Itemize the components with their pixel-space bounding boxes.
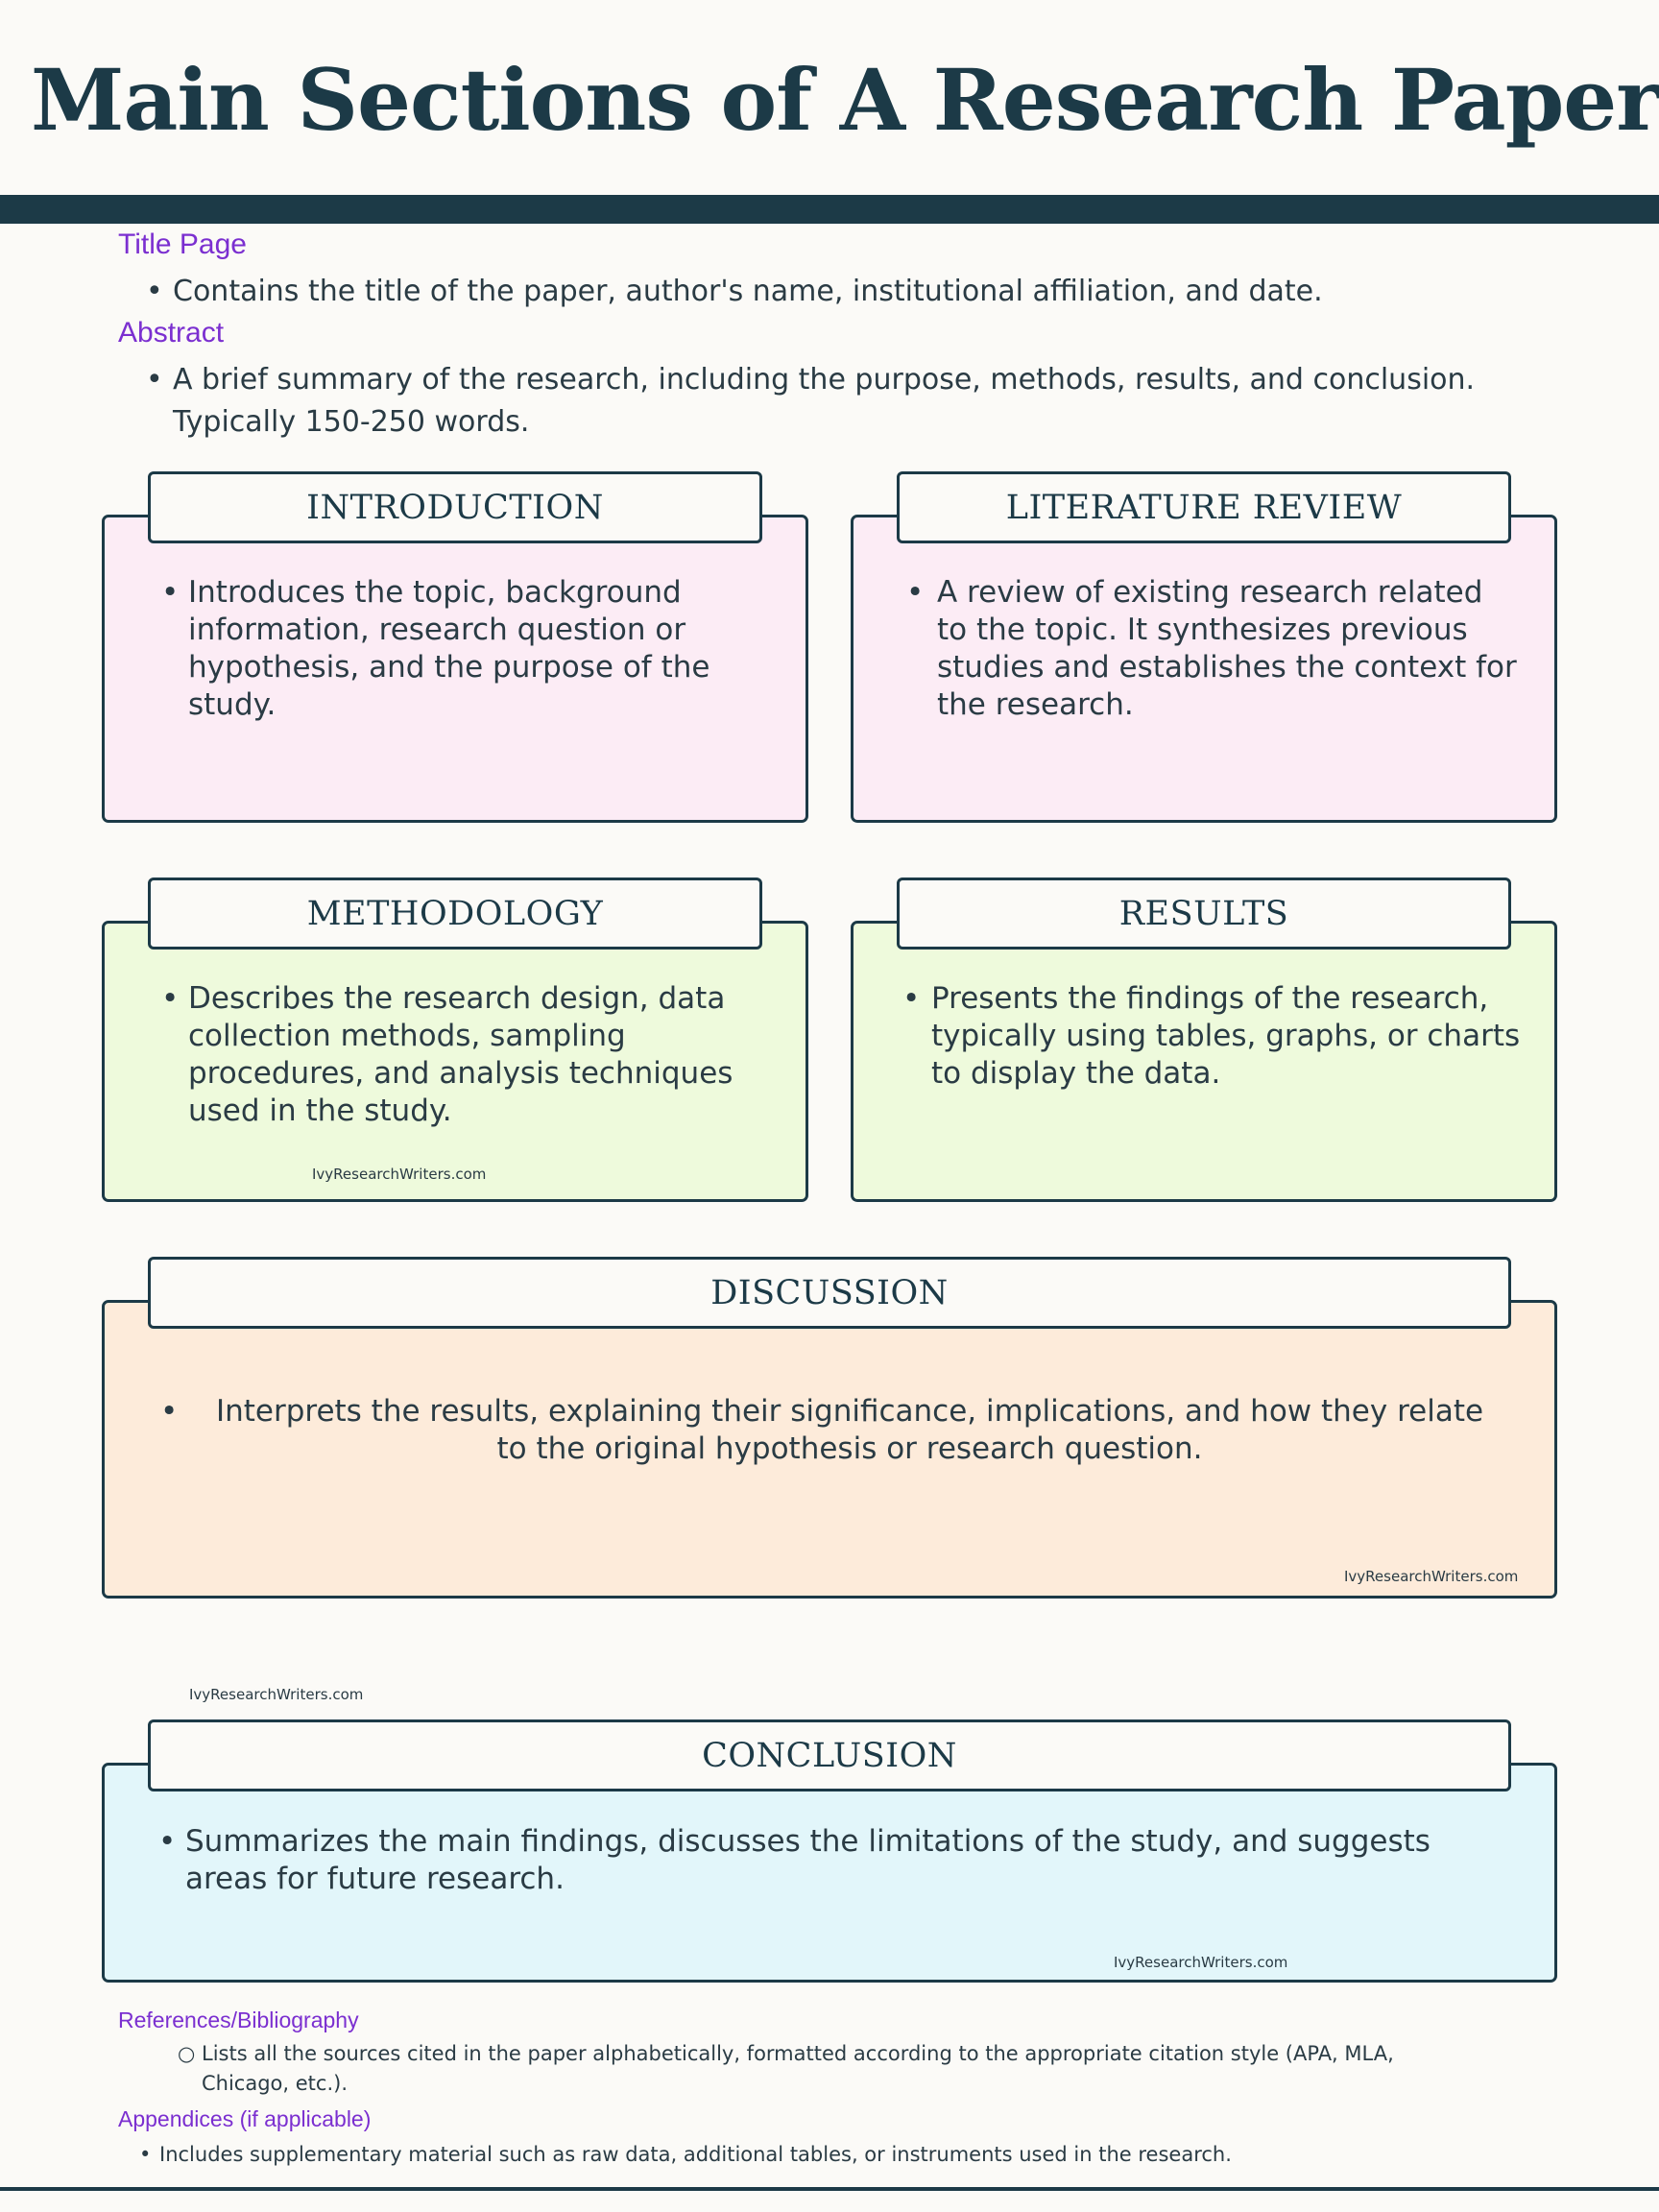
card-text-conclusion: Summarizes the main findings, discusses … bbox=[185, 1824, 1431, 1896]
bullet-icon: • bbox=[161, 575, 180, 610]
card-title-results: RESULTS bbox=[897, 878, 1511, 950]
card-results bbox=[851, 921, 1557, 1202]
card-title-introduction: INTRODUCTION bbox=[148, 471, 762, 543]
bullet-icon: • bbox=[906, 575, 925, 610]
card-text-conclusion-wrap: • Summarizes the main findings, discusse… bbox=[158, 1823, 1474, 1898]
card-text-results: Presents the findings of the research, t… bbox=[931, 981, 1521, 1091]
card-text-results-wrap: • Presents the findings of the research,… bbox=[902, 980, 1536, 1093]
card-conclusion bbox=[102, 1763, 1557, 1983]
card-introduction bbox=[102, 515, 808, 823]
section-heading-appendices: Appendices (if applicable) bbox=[118, 2106, 372, 2131]
watermark-text: IvyResearchWriters.com bbox=[189, 1686, 364, 1703]
card-title-methodology: METHODOLOGY bbox=[148, 878, 762, 950]
card-text-introduction: Introduces the topic, background informa… bbox=[188, 575, 710, 722]
bullet-icon: • bbox=[161, 981, 180, 1016]
bullet-icon: • bbox=[160, 1394, 179, 1429]
section-text-appendices: Includes supplementary material such as … bbox=[159, 2143, 1232, 2166]
bullet-icon: • bbox=[158, 1824, 177, 1859]
card-discussion bbox=[102, 1300, 1557, 1599]
section-text-references: Lists all the sources cited in the paper… bbox=[202, 2042, 1394, 2095]
card-text-literature-review-wrap: • A review of existing research related … bbox=[906, 574, 1521, 724]
card-literature-review bbox=[851, 515, 1557, 823]
section-heading-references: References/Bibliography bbox=[118, 2008, 359, 2032]
card-title-discussion: DISCUSSION bbox=[148, 1257, 1511, 1329]
card-text-methodology: Describes the research design, data coll… bbox=[188, 981, 733, 1128]
card-title-literature-review: LITERATURE REVIEW bbox=[897, 471, 1511, 543]
card-text-literature-review: A review of existing research related to… bbox=[937, 575, 1517, 722]
bottom-divider bbox=[0, 2187, 1659, 2191]
page-title: Main Sections of A Research Paper bbox=[31, 50, 1659, 150]
bullet-icon: • bbox=[139, 2143, 152, 2166]
bullet-icon: • bbox=[146, 363, 163, 397]
watermark-text: IvyResearchWriters.com bbox=[312, 1166, 487, 1183]
hollow-bullet-icon: ○ bbox=[178, 2042, 196, 2065]
bullet-icon: • bbox=[902, 981, 921, 1016]
section-text-title-page: Contains the title of the paper, author'… bbox=[173, 275, 1323, 308]
card-text-introduction-wrap: • Introduces the topic, background infor… bbox=[161, 574, 776, 724]
card-text-methodology-wrap: • Describes the research design, data co… bbox=[161, 980, 795, 1130]
card-text-discussion: Interprets the results, explaining their… bbox=[215, 1394, 1484, 1466]
card-title-conclusion: CONCLUSION bbox=[148, 1719, 1511, 1791]
watermark-text: IvyResearchWriters.com bbox=[1344, 1568, 1519, 1585]
watermark-text: IvyResearchWriters.com bbox=[1114, 1954, 1288, 1971]
card-methodology bbox=[102, 921, 808, 1202]
section-text-abstract: A brief summary of the research, includi… bbox=[173, 363, 1476, 439]
title-divider-bar bbox=[0, 195, 1659, 224]
section-heading-title-page: Title Page bbox=[118, 228, 247, 260]
section-heading-abstract: Abstract bbox=[118, 317, 225, 349]
bullet-icon: • bbox=[146, 275, 163, 308]
